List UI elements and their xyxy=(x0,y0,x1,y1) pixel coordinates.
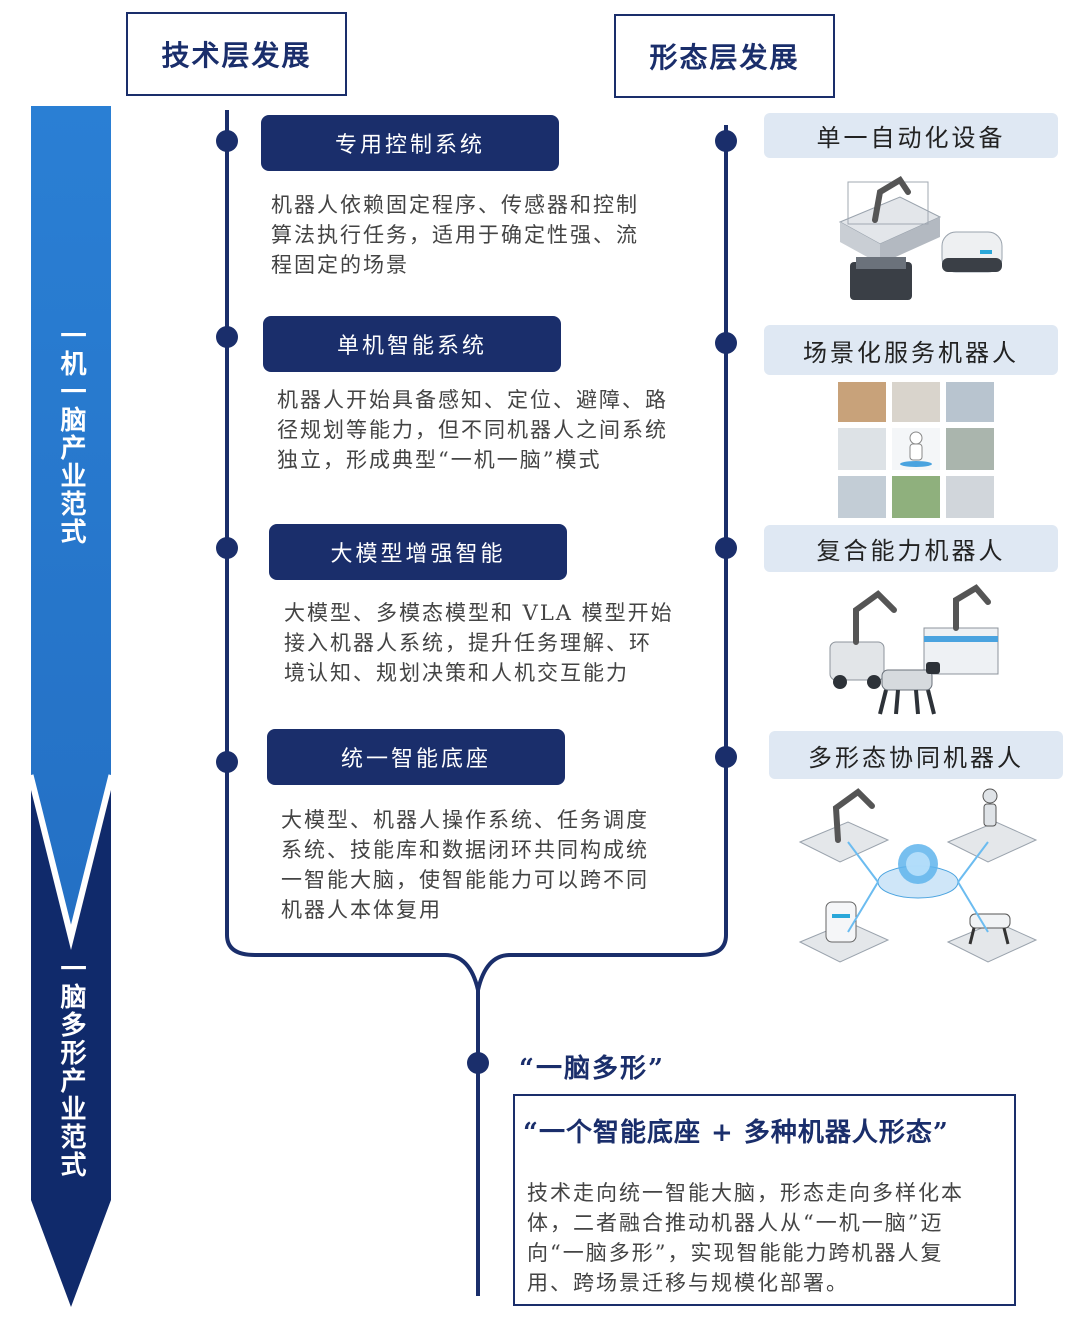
automation-equipment-illustration xyxy=(838,175,1003,300)
final-headline: “一个智能底座 + 多种机器人形态” xyxy=(523,1118,949,1148)
one-machine-one-brain-label: 一机一脑产业范式 xyxy=(56,322,86,546)
form-dot xyxy=(715,130,737,152)
tech-stage-title: 大模型增强智能 xyxy=(269,524,567,580)
form-dot xyxy=(715,332,737,354)
tech-stage-title: 统一智能底座 xyxy=(267,729,565,785)
merge-curve xyxy=(225,934,728,991)
tech-stage-title: 单机智能系统 xyxy=(263,316,561,372)
form-stage-title: 多形态协同机器人 xyxy=(769,731,1063,779)
tech-dot xyxy=(216,537,238,559)
form-stage-title: 复合能力机器人 xyxy=(764,525,1058,572)
final-summary-box: “一个智能底座 + 多种机器人形态” 技术走向统一智能大脑，形态走向多样化本 体… xyxy=(513,1094,1016,1306)
form-stage-title: 单一自动化设备 xyxy=(764,113,1058,158)
final-dot xyxy=(467,1052,489,1074)
form-stage-title: 场景化服务机器人 xyxy=(764,325,1058,375)
form-layer-header: 形态层发展 xyxy=(614,14,835,98)
tech-dot xyxy=(216,751,238,773)
tech-stage-desc: 机器人开始具备感知、定位、避障、路 径规划等能力，但不同机器人之间系统 独立，形… xyxy=(277,388,668,472)
tech-stage-title: 专用控制系统 xyxy=(261,115,559,171)
form-dot xyxy=(715,537,737,559)
service-robot-scenes-illustration xyxy=(838,382,994,518)
tech-stage-desc: 机器人依赖固定程序、传感器和控制 算法执行任务，适用于确定性强、流 程固定的场景 xyxy=(271,193,639,277)
paradigm-arrow-upper xyxy=(31,106,111,935)
one-brain-multi-form-label: 一脑多形产业范式 xyxy=(56,955,86,1179)
tech-dot xyxy=(216,130,238,152)
paradigm-arrow-lower xyxy=(31,790,111,1307)
tech-layer-header: 技术层发展 xyxy=(126,12,347,96)
multi-form-robots-illustration xyxy=(798,788,1038,963)
final-summary-text: 技术走向统一智能大脑，形态走向多样化本 体，二者融合推动机器人从“一机一脑”迈 … xyxy=(527,1181,964,1295)
tech-stage-desc: 大模型、机器人操作系统、任务调度 系统、技能库和数据闭环共同构成统 一智能大脑，… xyxy=(281,808,649,922)
tech-stage-desc: 大模型、多模态模型和 VLA 模型开始 接入机器人系统，提升任务理解、环 境认知… xyxy=(284,601,674,685)
tech-dot xyxy=(216,326,238,348)
form-dot xyxy=(715,746,737,768)
composite-robots-illustration xyxy=(829,584,999,715)
final-paradigm-title: “一脑多形” xyxy=(519,1054,665,1084)
